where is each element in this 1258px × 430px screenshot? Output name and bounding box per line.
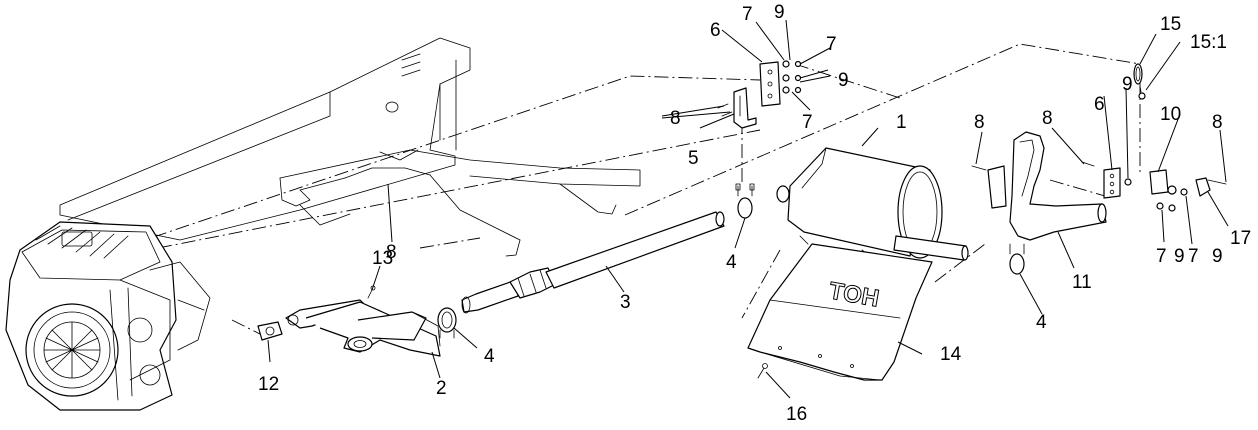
callout-15: 15: [1160, 14, 1181, 35]
callouts: 1 2 3 4 4 4 5 6 6 7 7 7 7 7 8 8 8 8 8 9 …: [258, 2, 1251, 425]
callout-12: 12: [258, 374, 279, 395]
hardware-washers-top: [717, 60, 802, 117]
callout-11: 11: [1072, 272, 1092, 293]
callout-9-top: 9: [774, 2, 785, 23]
callout-3: 3: [620, 292, 631, 313]
callout-9-right-a: 9: [1174, 246, 1185, 267]
callout-9-right-b: 9: [1212, 246, 1223, 267]
plate-part-6-top: [759, 61, 781, 107]
callout-4-left: 4: [484, 346, 495, 367]
callout-14: 14: [940, 344, 962, 365]
chassis-frame: [59, 37, 641, 257]
callout-7-upper-right: 7: [826, 34, 837, 55]
gasket-part-12: [257, 321, 283, 341]
heat-shield-part-14: TOH: [747, 243, 933, 381]
screw-part-16: [757, 363, 768, 379]
callout-9-right-top: 9: [1122, 74, 1133, 95]
alignment-lines: [61, 43, 1141, 339]
callout-7-right-a: 7: [1156, 246, 1167, 267]
callout-7-top: 7: [742, 4, 753, 25]
callout-9-upper-right: 9: [838, 70, 849, 91]
clamp-part-4-middle: [735, 183, 755, 219]
callout-10: 10: [1160, 104, 1181, 125]
hanger-bracket-part-5: [733, 87, 757, 129]
tailpipe-part-11: [1009, 131, 1107, 241]
callout-4-middle: 4: [726, 252, 737, 273]
shackle-part-15: [1133, 63, 1146, 100]
callout-17: 17: [1230, 228, 1251, 249]
callout-8-right-a: 8: [974, 112, 985, 133]
callout-16: 16: [786, 404, 807, 425]
clamp-part-4-left: [437, 307, 457, 339]
callout-6-right: 6: [1094, 94, 1105, 115]
leader-lines: [267, 19, 1229, 399]
muffler-part-1: [776, 147, 969, 261]
callout-7-lower: 7: [802, 112, 813, 133]
callout-4-right: 4: [1036, 312, 1047, 333]
callout-7-right-b: 7: [1188, 246, 1199, 267]
callout-2: 2: [436, 378, 447, 399]
callout-15-1: 15:1: [1190, 32, 1227, 53]
callout-6-top: 6: [710, 20, 721, 41]
screw-part-13: [367, 285, 376, 299]
callout-8-frame: 8: [386, 242, 397, 263]
callout-8-hanger: 8: [670, 108, 681, 129]
callout-8-right-c: 8: [1212, 112, 1223, 133]
exhaust-manifold-part-2: [285, 299, 441, 357]
clamp-part-4-right: [1009, 243, 1025, 275]
callout-8-right-b: 8: [1042, 108, 1053, 129]
exhaust-pipe-part-3: [461, 211, 725, 314]
callout-1: 1: [896, 112, 907, 133]
callout-5: 5: [688, 148, 699, 169]
callout-13: 13: [372, 248, 393, 269]
engine: [5, 221, 211, 411]
bracket-right: [971, 161, 1227, 212]
